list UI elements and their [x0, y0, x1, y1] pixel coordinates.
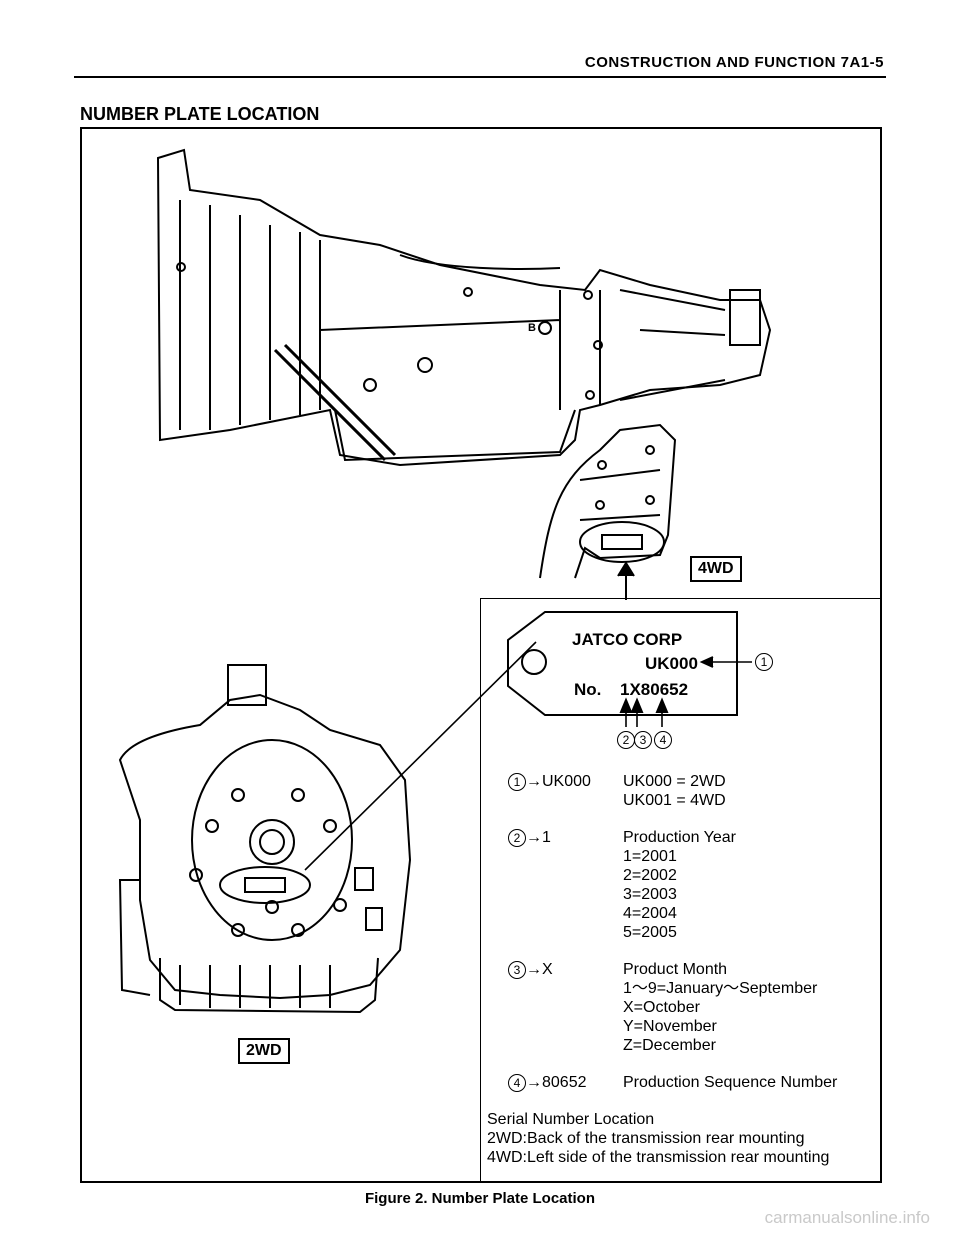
plate-model: UK000: [645, 654, 698, 673]
tag-2wd: 2WD: [238, 1038, 290, 1064]
page-header-title: CONSTRUCTION AND FUNCTION 7A1-5: [584, 54, 884, 71]
callout-3: 3: [634, 731, 652, 749]
plate-detail-box: [480, 598, 882, 1183]
bolt-mark-b: B: [528, 322, 536, 334]
figure-caption: Figure 2. Number Plate Location: [364, 1190, 596, 1207]
header-rule: [74, 76, 886, 78]
callout-1: 1: [755, 653, 773, 671]
number-plate-outline: [507, 611, 738, 716]
callout-4: 4: [654, 731, 672, 749]
transmission-side-view: [156, 148, 772, 467]
plate-location-2wd: [219, 866, 311, 904]
transmission-4wd-partial: [539, 423, 677, 579]
section-title: NUMBER PLATE LOCATION: [80, 104, 320, 124]
callout-2: 2: [617, 731, 635, 749]
plate-number: 1X80652: [620, 680, 689, 699]
watermark: carmanualsonline.info: [764, 1208, 930, 1227]
transmission-rear-view: [118, 693, 412, 1000]
plate-number-prefix: No.: [574, 680, 602, 699]
plate-maker: JATCO CORP: [572, 630, 683, 649]
serial-number-location: Serial Number Location 2WD:Back of the t…: [487, 1111, 830, 1166]
figure-frame: [80, 127, 882, 1183]
tag-4wd: 4WD: [690, 556, 742, 582]
plate-location-4wd: [579, 521, 665, 563]
